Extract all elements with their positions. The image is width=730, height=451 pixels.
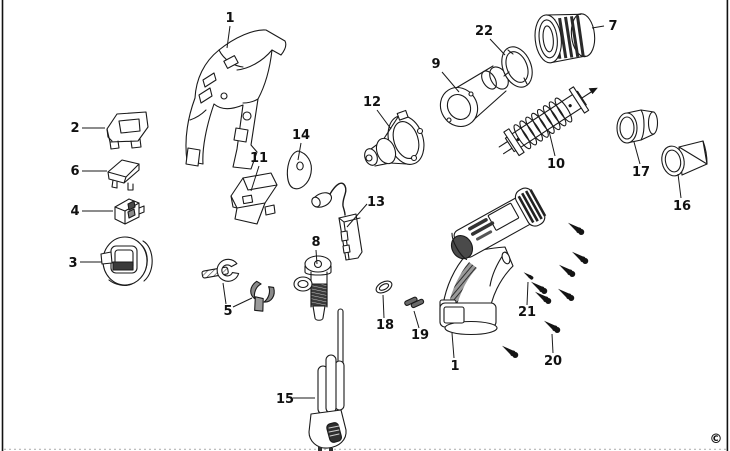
leader-line-inlet-grille [591,25,605,29]
callout-motor-fan: 12 [363,95,381,110]
leader-line-cord-clip [382,294,385,319]
part-1-housing-left-half [185,29,287,170]
leader-line-cover [250,165,260,192]
callout-cord-clip: 18 [376,318,394,333]
part-4-switch [114,198,145,225]
leader-line-gasket-ring [489,38,506,56]
loose-screw [570,249,590,266]
callout-cover: 11 [250,151,268,166]
callout-switch: 4 [70,204,79,219]
leader-line-motor-fan [376,109,392,130]
callout-small-screw: 21 [518,305,536,320]
copyright-symbol: © [710,432,723,447]
callout-switch-lead: 13 [367,195,385,210]
callout-brush-clips: 5 [223,304,232,319]
callout-housing-right-half: 1 [450,359,459,374]
loose-screw [522,270,535,281]
callout-cover-plate: 14 [292,128,310,143]
callout-fishtail-deflector: 16 [673,199,691,214]
part-22-gasket-ring [501,46,533,88]
part-1-housing-right-half [439,187,547,336]
part-16-fishtail-deflector [661,140,708,177]
callout-cord-set: 15 [276,392,294,407]
part-8-spindle [293,255,332,321]
callout-barrel-tube: 9 [431,57,440,72]
part-11-cover [230,172,278,225]
leader-line-fishtail-deflector [677,173,682,199]
leader-line-cover-plate [297,142,302,161]
leader-line-housing-right-half [451,332,455,359]
part-5-brush-clips [201,258,275,312]
leader-line-spindle [315,249,318,265]
callout-window-cap: 2 [70,121,79,136]
callout-spindle: 8 [311,235,320,250]
part-15-cord-set [308,308,347,451]
part-12-motor-fan [364,109,425,167]
callout-nozzle-reducer: 17 [632,165,650,180]
loose-screw [556,286,576,303]
leader-line-heating-element [548,130,556,157]
leader-line-barrel-tube [441,71,460,93]
part-17-nozzle-reducer [616,109,659,144]
part-10-heating-element [498,86,598,157]
leader-line-housing-left-half [226,25,231,49]
leader-line-nozzle-reducer [633,141,641,165]
loose-screw [566,220,586,237]
part-18-cord-clip [375,280,393,294]
part-14-cover-plate [286,150,312,190]
leader-line-screw [551,333,554,354]
callout-heating-element: 10 [547,157,565,172]
callout-baffle-plate: 6 [70,164,79,179]
leader-line-switch-lead [346,203,368,228]
callout-screw: 20 [544,354,562,369]
screws-layer [500,220,590,360]
part-13-switch-lead [311,182,363,261]
part-3-hang-hook [100,236,153,286]
part-9-barrel-tube [439,65,509,128]
callout-cord-pin: 19 [411,328,429,343]
part-19-cord-pin [404,296,425,309]
loose-screw [542,318,562,335]
leader-line-cord-pin [413,310,420,329]
part-6-baffle-plate [107,159,140,191]
part-7-inlet-grille [534,13,596,64]
part-2-window-cap [106,111,149,150]
leader-line-brush-clips [222,282,227,305]
leader-line-brush-clips [232,297,253,308]
callout-housing-left-half: 1 [225,11,234,26]
callout-gasket-ring: 22 [475,24,493,39]
callout-inlet-grille: 7 [608,19,617,34]
loose-screw [557,262,577,279]
callout-hang-hook: 3 [68,256,77,271]
leader-line-small-screw [526,281,529,306]
loose-screw [529,279,549,296]
loose-screw [500,343,520,360]
